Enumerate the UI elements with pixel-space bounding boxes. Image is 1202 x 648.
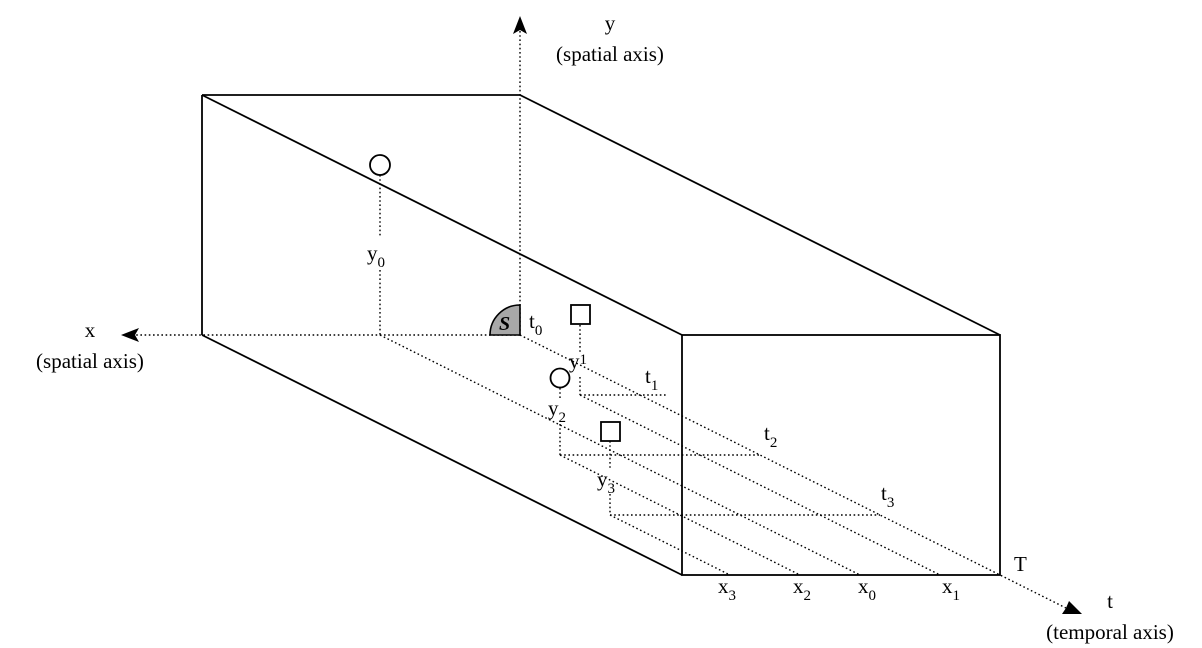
- box-top-left-depth-edge: [201, 94, 683, 336]
- object-square-marker-t1: [570, 304, 591, 325]
- t1-label: t1: [645, 364, 658, 394]
- y-axis-description: (spatial axis): [556, 42, 664, 66]
- x2-track-line: [559, 454, 801, 576]
- object-circle-marker-t2: [549, 367, 571, 389]
- y1-label: y1: [569, 349, 587, 373]
- x3-track-line: [609, 514, 731, 576]
- y0-label: y0: [367, 241, 385, 271]
- x-axis-description: (spatial axis): [36, 349, 144, 373]
- origin-quarter-disc: [489, 304, 521, 336]
- y-axis-arrowhead: [513, 16, 527, 34]
- box-front-face: [681, 334, 1001, 576]
- x-axis-arrowhead: [121, 328, 139, 342]
- t2-label: t2: [764, 421, 777, 451]
- t-axis-arrowhead: [1062, 601, 1082, 614]
- t-axis-name: t: [1107, 589, 1113, 613]
- t3-label: t3: [881, 481, 894, 511]
- x3-label: x3: [718, 574, 736, 604]
- x0-label: x0: [858, 574, 876, 604]
- object-circle-marker-t0: [369, 154, 391, 176]
- end-time-label: T: [1014, 552, 1027, 576]
- y3-label: y3: [597, 467, 615, 497]
- y-axis-name: y: [605, 11, 616, 35]
- box-top-right-depth-edge: [519, 94, 1001, 336]
- x1-label: x1: [942, 574, 960, 604]
- x2-label: x2: [793, 574, 811, 604]
- t-axis-description: (temporal axis): [1046, 620, 1174, 644]
- box-bottom-left-depth-edge: [201, 334, 683, 576]
- t-axis-line: [519, 334, 1067, 609]
- object-square-marker-t3: [600, 421, 621, 442]
- x-axis-name: x: [85, 318, 96, 342]
- origin-symbol: S: [499, 313, 510, 335]
- y2-label: y2: [548, 396, 566, 426]
- t0-label: t0: [529, 309, 542, 339]
- x0-track-line: [379, 334, 861, 576]
